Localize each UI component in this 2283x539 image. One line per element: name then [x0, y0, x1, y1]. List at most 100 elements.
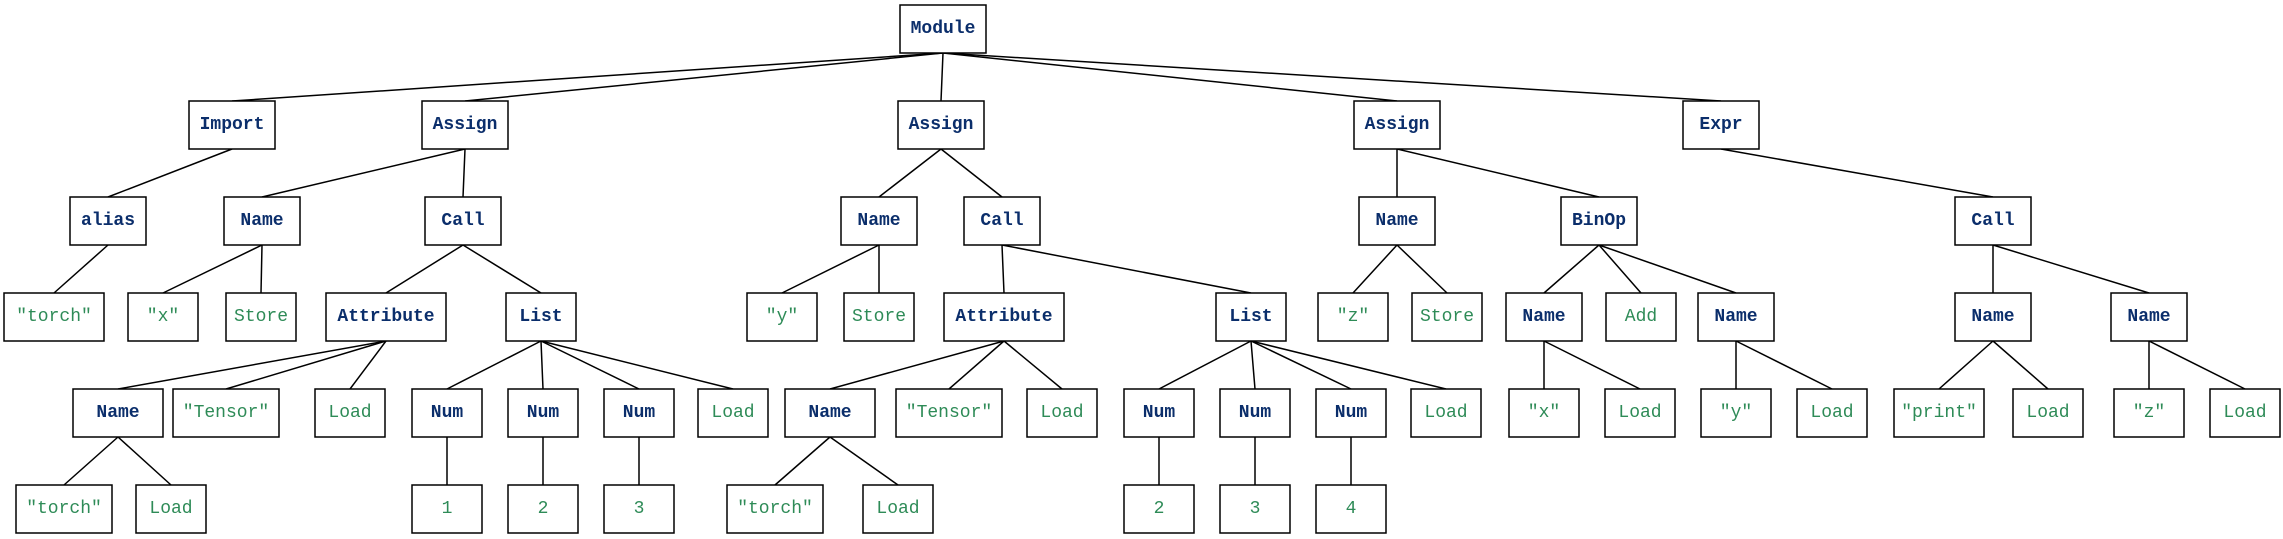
leaf-z: "z"	[2113, 388, 2185, 438]
node-label: Num	[1335, 403, 1368, 423]
node-box	[127, 292, 199, 342]
node-box	[2110, 292, 2188, 342]
leaf-load: Load	[1604, 388, 1676, 438]
node-box	[726, 484, 824, 534]
node-label: Load	[1810, 403, 1853, 423]
node-label: BinOp	[1572, 211, 1626, 231]
node-label: Name	[2127, 307, 2170, 327]
node-label: Import	[200, 115, 265, 135]
node-label: "y"	[766, 307, 798, 327]
tree-edge	[107, 148, 233, 198]
tree-edge	[1250, 340, 1352, 390]
node-assign: Assign	[1353, 100, 1441, 150]
node-label: Load	[1040, 403, 1083, 423]
node-assign: Assign	[897, 100, 985, 150]
node-box	[1508, 388, 1580, 438]
node-label: Attribute	[337, 307, 434, 327]
node-label: Expr	[1699, 115, 1742, 135]
node-name: Name	[1505, 292, 1583, 342]
node-box	[1123, 388, 1195, 438]
node-label: Num	[431, 403, 464, 423]
node-box	[784, 388, 876, 438]
tree-edge	[878, 148, 942, 198]
tree-edge	[464, 52, 944, 102]
node-num: Num	[507, 388, 579, 438]
leaf-load: Load	[1796, 388, 1868, 438]
node-label: 2	[538, 499, 549, 519]
node-box	[1954, 292, 2032, 342]
node-box	[943, 292, 1065, 342]
node-num: Num	[1123, 388, 1195, 438]
node-box	[697, 388, 769, 438]
tree-edge	[1938, 340, 1994, 390]
node-label: Name	[1714, 307, 1757, 327]
node-box	[424, 196, 502, 246]
leaf-print: "print"	[1893, 388, 1985, 438]
node-box	[1123, 484, 1195, 534]
node-box	[2209, 388, 2281, 438]
tree-edge	[940, 148, 1003, 198]
node-num: Num	[1315, 388, 1387, 438]
node-label: alias	[81, 211, 135, 231]
node-label: 3	[634, 499, 645, 519]
node-box	[421, 100, 509, 150]
leaf-torch: "torch"	[3, 292, 105, 342]
node-name: Name	[2110, 292, 2188, 342]
node-box	[135, 484, 207, 534]
tree-edge	[829, 340, 1005, 390]
node-box	[897, 100, 985, 150]
leaf-torch: "torch"	[15, 484, 113, 534]
leaf-4: 4	[1315, 484, 1387, 534]
node-box	[223, 196, 301, 246]
node-label: "y"	[1720, 403, 1752, 423]
node-label: Load	[711, 403, 754, 423]
tree-edge	[1720, 148, 1994, 198]
node-label: Store	[1420, 307, 1474, 327]
tree-edge	[774, 436, 831, 486]
node-name: Name	[1358, 196, 1436, 246]
node-box	[1315, 388, 1387, 438]
leaf-load: Load	[2012, 388, 2084, 438]
node-box	[1604, 388, 1676, 438]
tree-edge	[1001, 244, 1252, 294]
node-label: "print"	[1901, 403, 1977, 423]
node-name: Name	[1697, 292, 1775, 342]
leaf-load: Load	[1410, 388, 1482, 438]
node-label: Load	[1618, 403, 1661, 423]
node-name: Name	[223, 196, 301, 246]
node-label: "z"	[1337, 307, 1369, 327]
node-box	[1026, 388, 1098, 438]
leaf-store: Store	[843, 292, 915, 342]
leaf-3: 3	[1219, 484, 1291, 534]
node-box	[1215, 292, 1287, 342]
node-label: "x"	[147, 307, 179, 327]
node-name: Name	[1954, 292, 2032, 342]
node-box	[603, 388, 675, 438]
tree-edge	[1598, 244, 1737, 294]
node-label: Call	[1971, 211, 2014, 231]
node-box	[1700, 388, 1772, 438]
tree-edge	[540, 340, 734, 390]
node-label: List	[1229, 307, 1272, 327]
node-label: Load	[149, 499, 192, 519]
node-label: Attribute	[955, 307, 1052, 327]
node-label: Name	[96, 403, 139, 423]
leaf-add: Add	[1605, 292, 1677, 342]
node-box	[1315, 484, 1387, 534]
node-label: List	[519, 307, 562, 327]
node-attribute: Attribute	[943, 292, 1065, 342]
node-label: "Tensor"	[906, 403, 992, 423]
leaf-store: Store	[1411, 292, 1483, 342]
node-label: 3	[1250, 499, 1261, 519]
node-box	[314, 388, 386, 438]
tree-edge	[940, 52, 944, 102]
leaf-load: Load	[1026, 388, 1098, 438]
node-label: Assign	[909, 115, 974, 135]
tree-edge	[1396, 244, 1448, 294]
tree-edge	[1543, 340, 1641, 390]
tree-edge	[1352, 244, 1398, 294]
node-assign: Assign	[421, 100, 509, 150]
node-label: 2	[1154, 499, 1165, 519]
node-module: Module	[899, 4, 987, 54]
tree-edge	[462, 244, 542, 294]
